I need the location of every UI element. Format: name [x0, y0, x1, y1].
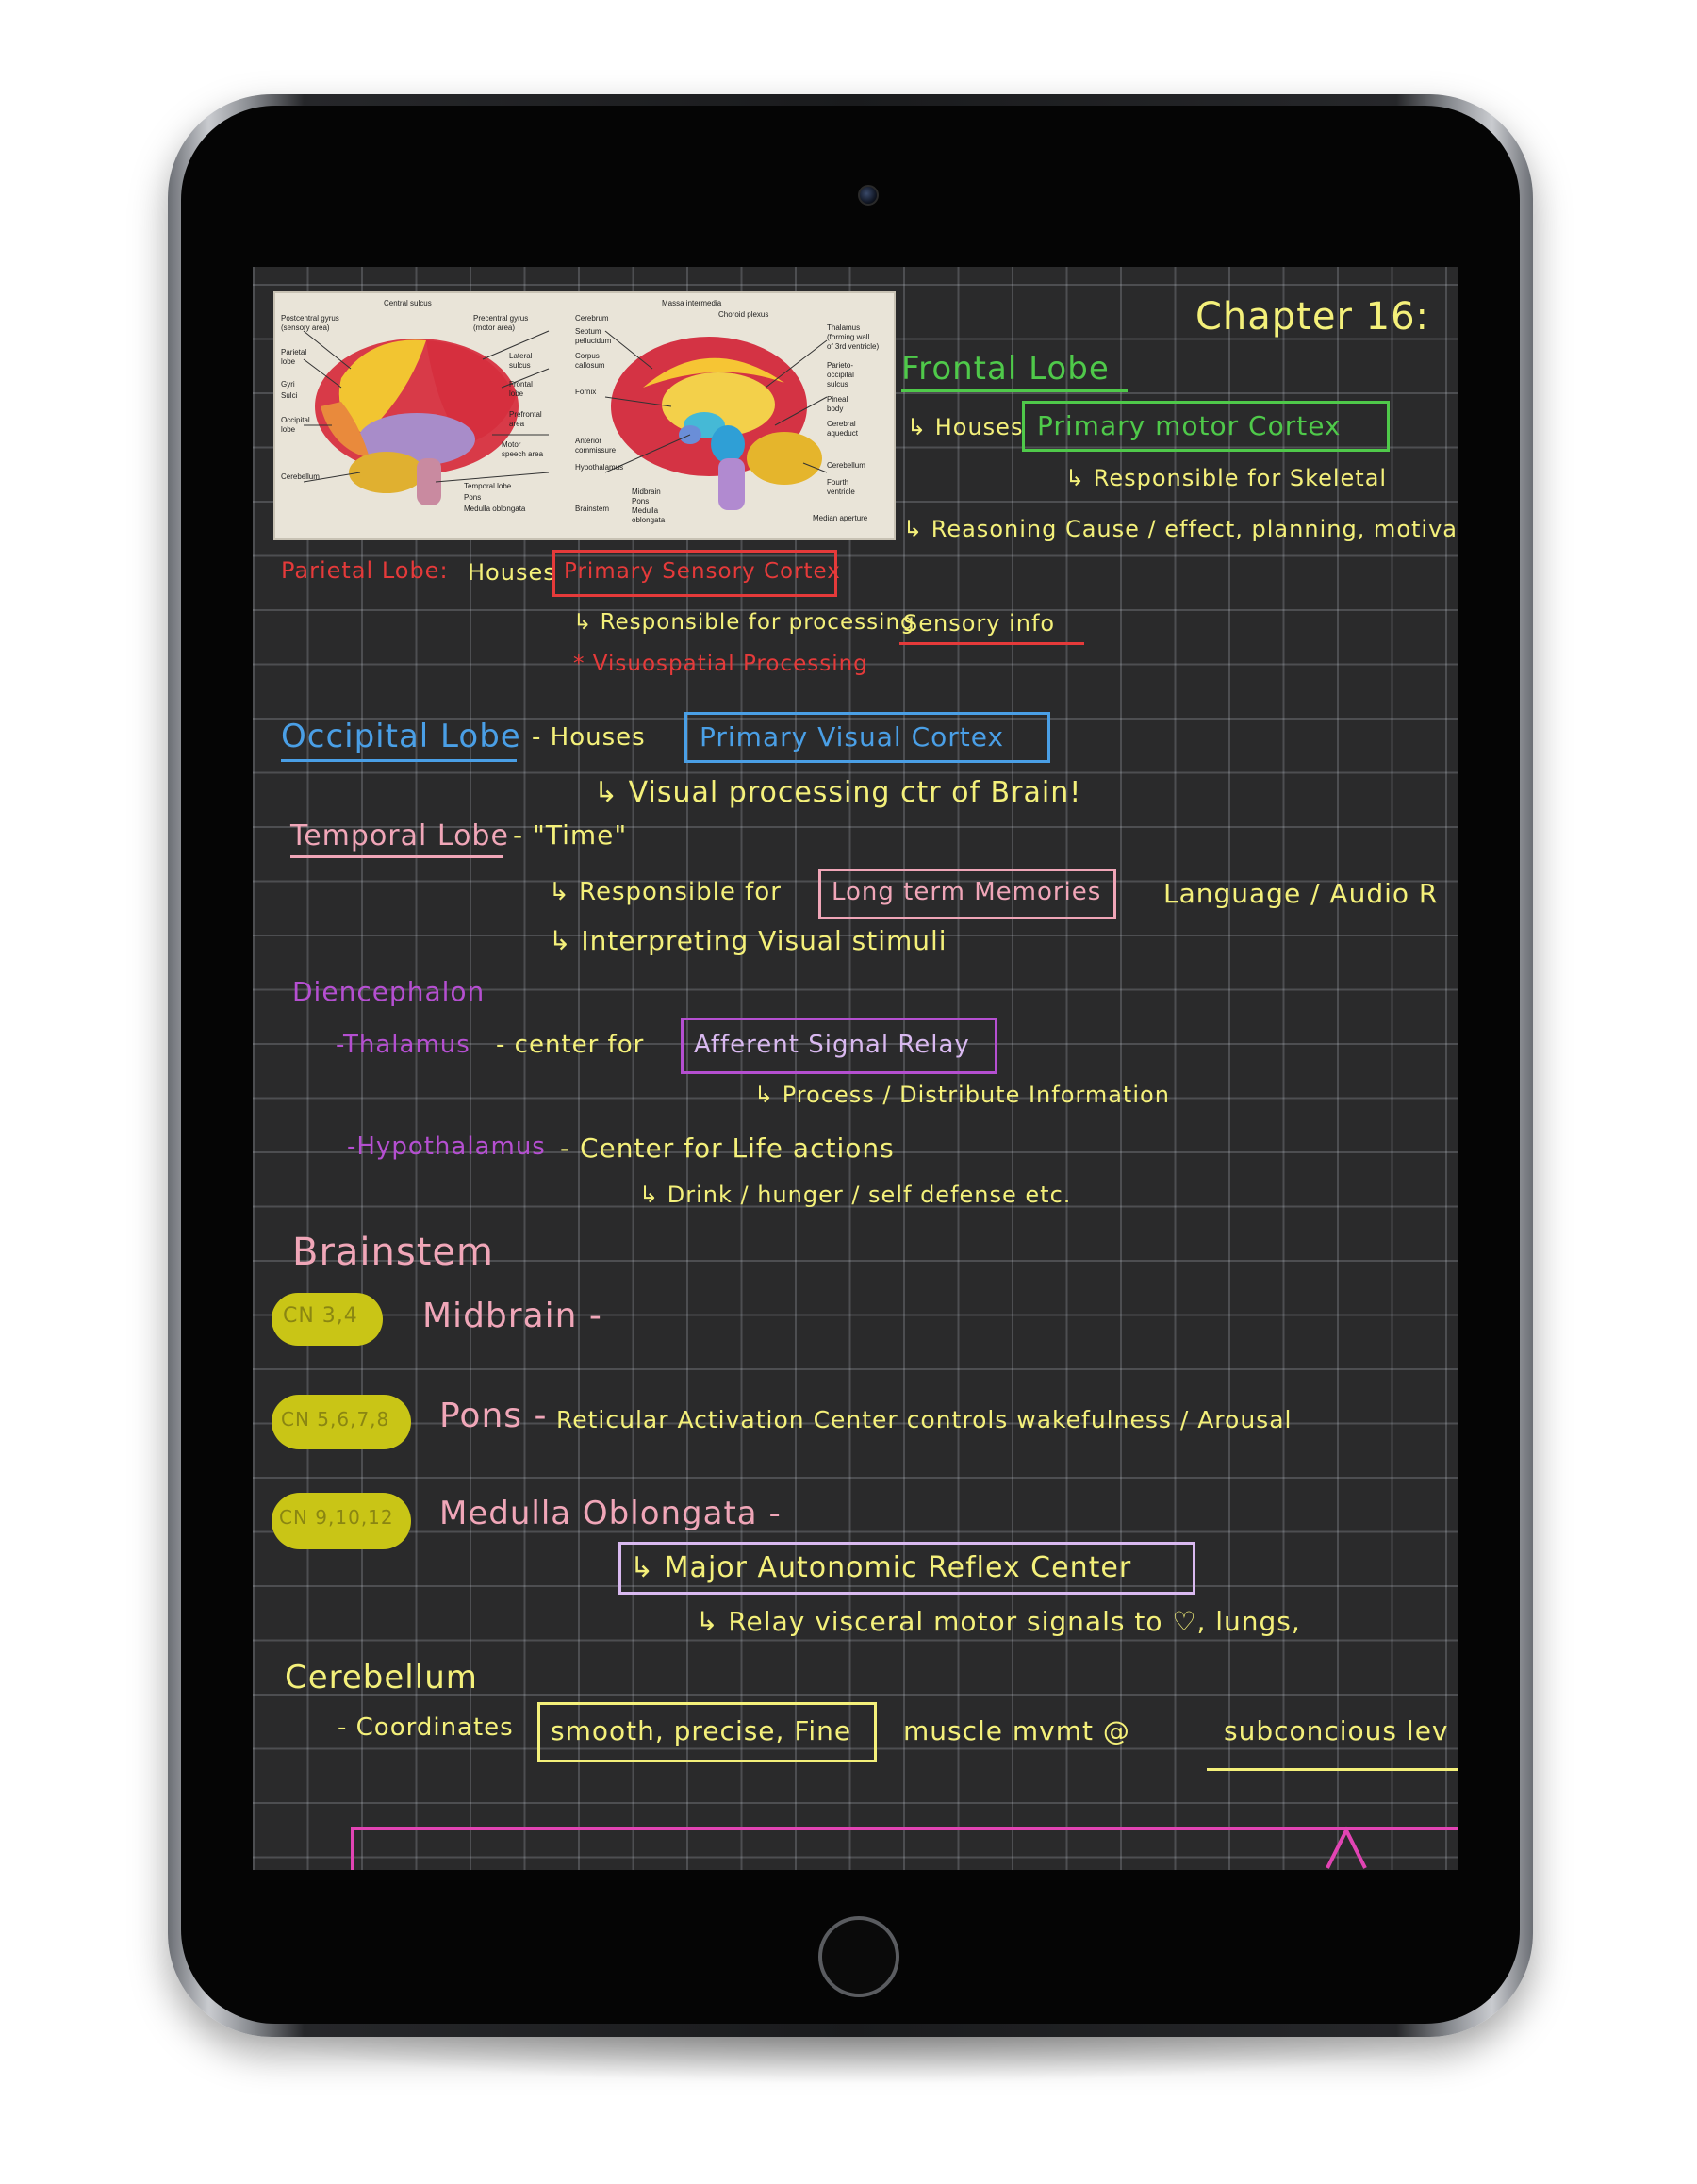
long-term-memories-text: Long term Memories: [832, 878, 1102, 906]
label-postcentral-gyrus: Postcentral gyrus (sensory area): [281, 314, 339, 332]
temporal-underline: [290, 855, 503, 858]
parietal-line2: ↳ Responsible for processing: [573, 610, 915, 635]
hypothalamus-text: - Center for Life actions: [560, 1133, 895, 1164]
label-hypothalamus: Hypothalamus: [575, 463, 624, 472]
bottom-diagram-box: [351, 1827, 1458, 1870]
label-septum: Septum pellucidum: [575, 327, 612, 345]
temporal-lobe-title: Temporal Lobe: [290, 819, 509, 852]
label-pineal-body: Pineal body: [827, 395, 848, 413]
home-button-icon[interactable]: [818, 1916, 899, 1997]
cerebellum-line1-suffix: muscle mvmt @: [903, 1715, 1130, 1746]
label-choroid-plexus: Choroid plexus: [718, 310, 769, 319]
label-cerebrum: Cerebrum: [575, 314, 609, 323]
label-temporal-lobe: Temporal lobe: [464, 482, 512, 490]
medulla-sub: ↳ Relay visceral motor signals to ♡, lun…: [696, 1606, 1301, 1637]
autonomic-reflex-text: ↳ Major Autonomic Reflex Center: [630, 1551, 1132, 1584]
label-gyri: Gyri: [281, 380, 295, 389]
label-cerebellum-sagittal: Cerebellum: [827, 461, 865, 470]
midbrain-cn-highlight: [272, 1293, 383, 1346]
label-occipital-lobe: Occipital lobe: [281, 416, 310, 434]
hypothalamus-sub: ↳ Drink / hunger / self defense etc.: [639, 1182, 1072, 1208]
primary-motor-cortex-box: [1022, 401, 1390, 452]
afferent-signal-relay-text: Afferent Signal Relay: [694, 1031, 970, 1059]
medulla-label: Medulla Oblongata -: [439, 1495, 782, 1532]
label-medulla-lateral: Medulla oblongata: [464, 505, 526, 513]
notes-canvas[interactable]: Central sulcus Postcentral gyrus (sensor…: [253, 267, 1458, 1870]
label-thalamus: Thalamus (forming wall of 3rd ventricle): [827, 323, 880, 351]
label-cerebellum-lateral: Cerebellum: [281, 472, 320, 481]
label-midbrain-stack: Midbrain Pons Medulla oblongata: [632, 488, 666, 524]
label-corpus-callosum: Corpus callosum: [575, 352, 605, 370]
long-term-memories-box: [818, 869, 1116, 919]
temporal-line1: ↳ Responsible for: [549, 878, 782, 906]
pons-label: Pons -: [439, 1397, 548, 1435]
frontal-line2: ↳ Responsible for Skeletal: [1065, 465, 1388, 491]
label-massa-intermedia: Massa intermedia: [662, 299, 722, 307]
chapter-title: Chapter 16:: [1195, 295, 1430, 339]
sensory-info-text: Sensory info: [903, 610, 1056, 637]
thalamus-label: -Thalamus: [336, 1031, 470, 1059]
parietal-houses: Houses: [468, 559, 556, 586]
smooth-precise-fine-text: smooth, precise, Fine: [551, 1715, 852, 1746]
label-lateral-sulcus: Lateral sulcus: [509, 352, 533, 370]
thalamus-text: - center for: [496, 1031, 645, 1059]
primary-visual-cortex-box: [684, 712, 1050, 763]
pons-text: Reticular Activation Center controls wak…: [556, 1406, 1293, 1433]
label-central-sulcus: Central sulcus: [384, 299, 432, 307]
afferent-signal-relay-box: [681, 1018, 997, 1074]
primary-sensory-cortex-text: Primary Sensory Cortex: [564, 559, 841, 584]
frontal-line3: ↳ Reasoning Cause / effect, planning, mo…: [903, 516, 1458, 542]
primary-sensory-cortex-box: [552, 550, 837, 597]
occipital-lobe-title: Occipital Lobe: [281, 718, 521, 755]
occipital-line2: ↳ Visual processing ctr of Brain!: [594, 776, 1082, 809]
temporal-line1-suffix: Language / Audio R: [1163, 878, 1439, 909]
frontal-houses: ↳ Houses: [907, 414, 1024, 440]
parietal-line3: * Visuospatial Processing: [573, 652, 868, 676]
primary-motor-cortex-text: Primary motor Cortex: [1037, 410, 1342, 441]
pons-cn-highlight: [272, 1395, 411, 1449]
cerebellum-line1-prefix: - Coordinates: [338, 1713, 514, 1742]
camera-icon: [858, 185, 879, 206]
temporal-quote: - "Time": [513, 819, 628, 851]
temporal-line2: ↳ Interpreting Visual stimuli: [549, 925, 947, 956]
midbrain-label: Midbrain -: [422, 1297, 602, 1335]
label-anterior-commissure: Anterior commissure: [575, 437, 617, 455]
primary-visual-cortex-text: Primary Visual Cortex: [700, 721, 1005, 753]
label-parieto-occipital: Parieto- occipital sulcus: [827, 361, 854, 389]
label-median-aperture: Median aperture: [813, 514, 868, 522]
label-cerebral-aqueduct: Cerebral aqueduct: [827, 420, 858, 438]
occipital-underline: [281, 759, 517, 762]
label-precentral-gyrus: Precentral gyrus (motor area): [473, 314, 529, 332]
subconscious-underline: [1207, 1768, 1458, 1771]
label-frontal-lobe: Frontal lobe: [509, 380, 533, 398]
brain-illustration: [303, 330, 828, 510]
thalamus-sub: ↳ Process / Distribute Information: [754, 1082, 1170, 1108]
label-fourth-ventricle: Fourth ventricle: [827, 478, 855, 496]
arrow-up-icon: [1326, 1826, 1367, 1869]
label-sulci: Sulci: [281, 391, 298, 400]
label-pons-lateral: Pons: [464, 493, 482, 502]
label-motor-speech: Motor speech area: [502, 440, 544, 458]
smooth-precise-fine-box: [537, 1702, 877, 1762]
hypothalamus-label: -Hypothalamus: [347, 1133, 546, 1161]
frontal-lobe-title: Frontal Lobe: [901, 350, 1110, 388]
midbrain-cn-tag: CN 3,4: [283, 1304, 358, 1328]
subconscious-text: subconcious lev: [1224, 1715, 1449, 1746]
brain-diagram-image: Central sulcus Postcentral gyrus (sensor…: [273, 291, 896, 540]
pons-cn-tag: CN 5,6,7,8: [281, 1408, 390, 1431]
diencephalon-title: Diencephalon: [292, 976, 486, 1007]
cerebellum-title: Cerebellum: [285, 1659, 478, 1696]
parietal-lobe-title: Parietal Lobe:: [281, 557, 449, 584]
medulla-cn-highlight: [272, 1493, 411, 1549]
label-prefrontal-area: Prefrontal area: [509, 410, 542, 428]
occipital-houses: - Houses: [532, 723, 646, 752]
label-parietal-lobe: Parietal lobe: [281, 348, 307, 366]
medulla-cn-tag: CN 9,10,12: [279, 1506, 394, 1529]
brainstem-title: Brainstem: [292, 1231, 494, 1274]
sensory-info-underline: [899, 642, 1084, 645]
autonomic-reflex-box: [618, 1542, 1195, 1595]
frontal-underline: [901, 389, 1128, 392]
label-brainstem: Brainstem: [575, 505, 610, 513]
label-fornix: Fornix: [575, 388, 597, 396]
